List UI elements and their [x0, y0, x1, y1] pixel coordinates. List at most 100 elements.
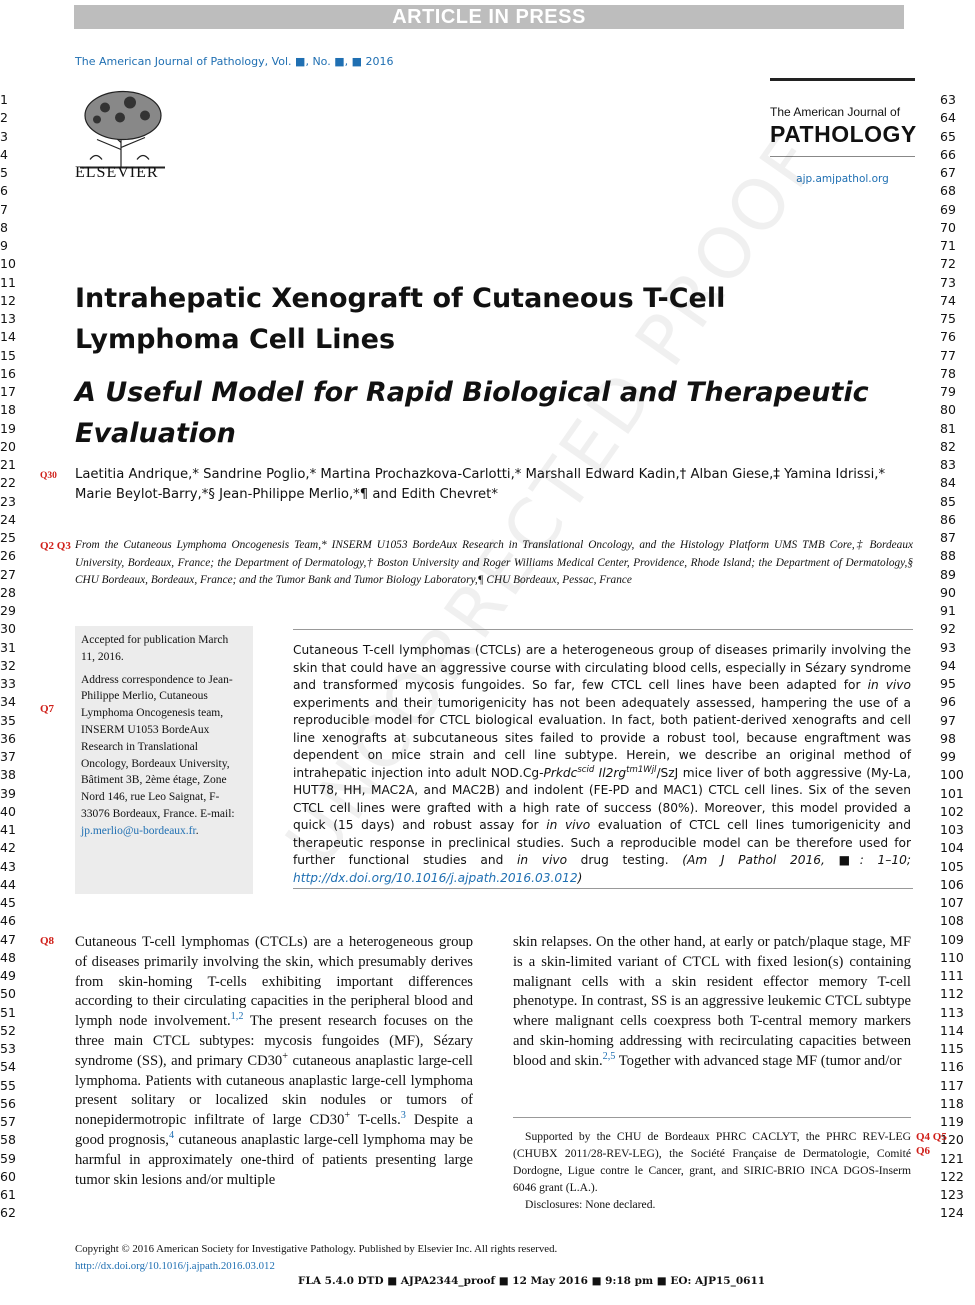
line-number: 33 — [0, 676, 16, 691]
line-number: 48 — [0, 949, 16, 965]
reference-link-1-2[interactable]: 1,2 — [230, 1011, 244, 1023]
line-number: 11 — [0, 274, 16, 290]
line-number: 116 — [940, 1059, 964, 1075]
line-number: 52 — [0, 1022, 16, 1038]
line-number: 94 — [940, 657, 956, 673]
body-column-right: skin relapses. On the other hand, at ear… — [513, 934, 911, 1069]
brand-top-rule — [770, 78, 915, 81]
line-number: 118 — [940, 1095, 964, 1111]
line-number: 90 — [940, 584, 956, 600]
elsevier-wordmark: ELSEVIER — [75, 164, 159, 181]
line-number: 9 — [0, 238, 8, 253]
brand-pathology: PATHOLOGY — [770, 121, 917, 147]
line-number: 112 — [940, 986, 964, 1002]
line-number: 64 — [940, 110, 956, 126]
line-number: 74 — [940, 292, 956, 308]
line-number: 3 — [0, 128, 8, 144]
line-number: 59 — [0, 1150, 16, 1166]
journal-url-link[interactable]: ajp.amjpathol.org — [796, 173, 889, 185]
line-number: 58 — [0, 1132, 16, 1148]
line-number: 2 — [0, 110, 8, 126]
abstract-doi-link[interactable]: http://dx.doi.org/10.1016/j.ajpath.2016.… — [293, 870, 578, 885]
line-number: 35 — [0, 712, 16, 728]
correspondence-email-link[interactable]: jp.merlio@u-bordeaux.fr — [81, 824, 196, 837]
line-number: 26 — [0, 548, 16, 564]
line-number: 63 — [940, 92, 956, 107]
line-number: 5 — [0, 165, 8, 180]
line-number: 49 — [0, 968, 16, 983]
line-number: 68 — [940, 183, 956, 199]
line-number: 109 — [940, 931, 964, 947]
brand-bottom-rule — [770, 156, 915, 157]
line-number: 101 — [940, 785, 964, 801]
line-number: 92 — [940, 621, 956, 637]
line-number: 10 — [0, 256, 16, 272]
copyright-doi-link[interactable]: http://dx.doi.org/10.1016/j.ajpath.2016.… — [75, 1260, 275, 1272]
query-mark-footnote-b[interactable]: Q6 — [916, 1145, 931, 1157]
query-mark-affiliations[interactable]: Q2 Q3 — [40, 540, 71, 552]
authors-line-1: Laetitia Andrique,* Sandrine Poglio,* Ma… — [75, 467, 886, 482]
line-number: 105 — [940, 858, 964, 874]
line-number: 40 — [0, 803, 16, 819]
footnote-rule — [513, 1117, 911, 1118]
line-number: 38 — [0, 767, 16, 783]
authors-line-2: Marie Beylot-Barry,*§ Jean-Philippe Merl… — [75, 487, 498, 502]
query-mark-authors[interactable]: Q30 — [40, 471, 57, 481]
line-number: 80 — [940, 402, 956, 418]
line-number: 50 — [0, 986, 16, 1002]
line-number: 61 — [0, 1187, 16, 1202]
correspondence-address: Address correspondence to Jean-Philippe … — [81, 673, 235, 837]
line-number: 103 — [940, 822, 964, 837]
line-number: 91 — [940, 603, 956, 618]
line-number: 6 — [0, 183, 8, 199]
line-number: 22 — [0, 475, 16, 491]
journal-brand: The American Journal of PATHOLOGY ajp.am… — [770, 78, 917, 185]
line-number: 97 — [940, 712, 956, 728]
line-number: 62 — [0, 1205, 16, 1221]
line-number: 98 — [940, 730, 956, 746]
line-number: 19 — [0, 420, 16, 436]
line-number: 8 — [0, 219, 8, 235]
line-number: 31 — [0, 639, 16, 655]
article-subtitle: A Useful Model for Rapid Biological and … — [75, 377, 869, 449]
line-number: 104 — [940, 840, 964, 856]
line-number: 12 — [0, 292, 16, 308]
line-number: 53 — [0, 1041, 16, 1056]
line-number: 24 — [0, 511, 16, 527]
line-number: 78 — [940, 365, 956, 381]
line-number: 88 — [940, 548, 956, 564]
line-number: 117 — [940, 1077, 964, 1093]
line-number: 69 — [940, 201, 956, 217]
disclosures-statement: Disclosures: None declared. — [525, 1198, 656, 1211]
line-number: 93 — [940, 639, 956, 655]
line-number: 44 — [0, 876, 16, 892]
line-number: 72 — [940, 256, 956, 272]
reference-link-3[interactable]: 3 — [400, 1110, 406, 1122]
query-mark-body[interactable]: Q8 — [40, 935, 55, 947]
elsevier-tree-logo — [75, 87, 170, 173]
line-number: 115 — [940, 1041, 964, 1056]
journal-citation-line[interactable]: The American Journal of Pathology, Vol. … — [75, 55, 394, 68]
line-number: 39 — [0, 785, 16, 801]
query-mark-footnote-a[interactable]: Q4 Q5 — [916, 1131, 947, 1143]
line-number: 14 — [0, 329, 16, 345]
line-number: 77 — [940, 347, 956, 363]
line-number: 107 — [940, 895, 964, 910]
line-number: 71 — [940, 238, 956, 253]
query-mark-address[interactable]: Q7 — [40, 703, 55, 715]
line-number: 106 — [940, 876, 964, 892]
line-number: 86 — [940, 511, 956, 527]
reference-link-2-5[interactable]: 2,5 — [602, 1050, 616, 1062]
line-number: 17 — [0, 384, 16, 399]
line-number: 73 — [940, 274, 956, 290]
article-in-press-banner: ARTICLE IN PRESS — [74, 5, 904, 29]
abstract-citation: (Am J Pathol 2016, ■: 1–10; — [682, 853, 911, 867]
line-number: 23 — [0, 493, 16, 509]
copyright-line: Copyright © 2016 American Society for In… — [75, 1243, 558, 1255]
reference-link-4[interactable]: 4 — [168, 1130, 175, 1142]
line-number: 120 — [940, 1132, 964, 1148]
copyright-block: Copyright © 2016 American Society for In… — [75, 1241, 557, 1275]
line-number: 85 — [940, 493, 956, 509]
line-number: 47 — [0, 931, 16, 947]
